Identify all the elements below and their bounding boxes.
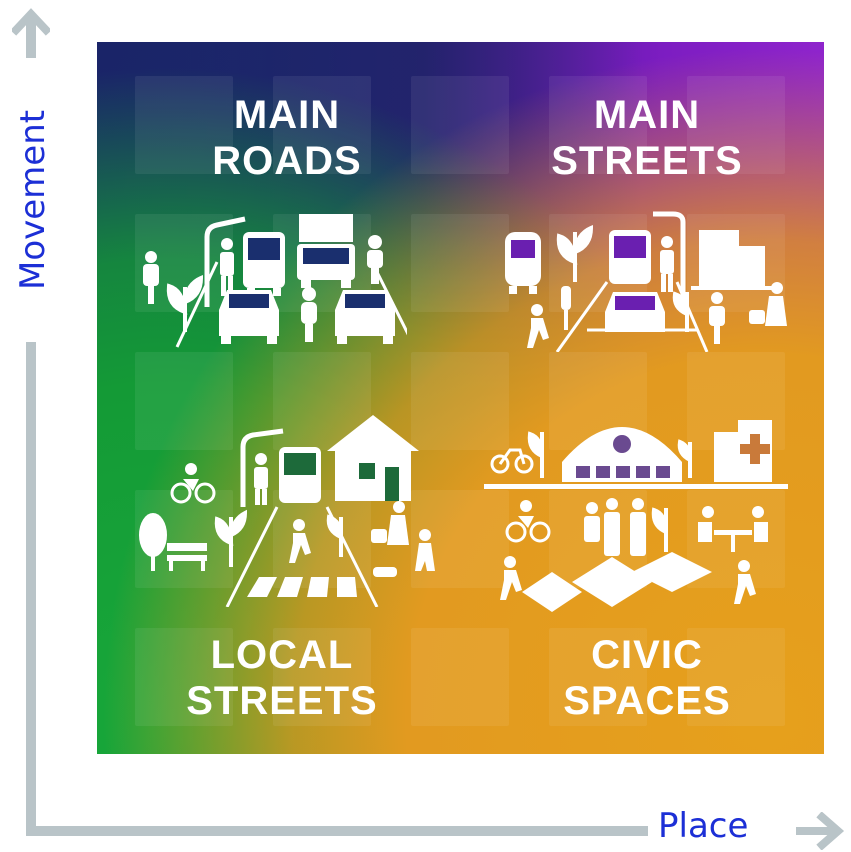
tree-icon: [672, 291, 690, 332]
title-line: STREETS: [186, 679, 378, 723]
bus-icon: [243, 232, 285, 296]
title-line: MAIN: [233, 93, 341, 137]
quadrant-title-main-streets: MAIN STREETS: [527, 92, 767, 184]
cyclist-icon: [143, 251, 159, 304]
main-streets-scene: [505, 211, 787, 352]
local-streets-scene: [139, 415, 435, 607]
background-tile: [273, 490, 371, 588]
walking-person-icon: [500, 556, 522, 600]
family-with-stroller-icon: [749, 282, 787, 326]
ground-line-icon: [484, 484, 788, 489]
people-icon: [584, 498, 646, 556]
traffic-light-icon: [561, 286, 571, 330]
plaza-paving-icon: [522, 552, 712, 612]
background-tile: [687, 76, 785, 174]
background-tile: [687, 628, 785, 726]
road-lines-icon: [175, 261, 407, 348]
title-line: STREETS: [551, 139, 743, 183]
truck-icon: [297, 214, 355, 288]
hospital-icon: [714, 420, 772, 482]
cyclist-icon: [170, 463, 216, 504]
walking-person-icon: [289, 519, 311, 563]
quadrant-title-main-roads: MAIN ROADS: [187, 92, 387, 184]
tree-icon: [556, 224, 594, 282]
pedestrian-icon: [220, 238, 234, 296]
cyclist-icon: [505, 500, 551, 543]
title-line: CIVIC: [591, 633, 703, 677]
title-line: LOCAL: [210, 633, 354, 677]
place-axis-line: [26, 826, 648, 836]
title-line: MAIN: [593, 93, 701, 137]
quadrant-title-local-streets: LOCAL STREETS: [167, 632, 397, 724]
tree-icon: [166, 274, 204, 332]
tram-icon: [505, 232, 541, 294]
matrix-orange-shade: [97, 42, 824, 754]
place-axis-label: Place: [658, 806, 749, 846]
title-line: ROADS: [212, 139, 362, 183]
main-roads-scene: [143, 214, 407, 348]
walking-person-icon: [734, 560, 756, 604]
background-tile: [549, 76, 647, 174]
bus-icon: [279, 447, 321, 503]
cyclist-icon: [709, 292, 725, 344]
quadrant-title-civic-spaces: CIVIC SPACES: [537, 632, 757, 724]
movement-axis-label: Movement: [13, 109, 53, 290]
street-type-matrix: MAIN ROADS MAIN STREETS LOCAL STREETS CI…: [97, 42, 824, 754]
tree-icon: [651, 507, 669, 552]
tree-icon: [139, 513, 167, 571]
background-tile: [411, 214, 509, 312]
pedestrian-icon: [660, 236, 674, 292]
street-lamp-icon: [240, 428, 284, 507]
background-tile: [135, 352, 233, 450]
car-icon: [605, 292, 665, 332]
bus-icon: [609, 230, 651, 284]
tree-icon: [677, 439, 693, 478]
tree-icon: [326, 514, 344, 557]
house-icon: [327, 415, 419, 501]
station-icon: [562, 427, 682, 482]
background-tile: [135, 76, 233, 174]
background-tile: [273, 76, 371, 174]
parent-with-stroller-icon: [371, 501, 409, 545]
building-icon: [691, 230, 775, 290]
background-tile: [411, 628, 509, 726]
tree-icon: [527, 431, 545, 478]
tree-icon: [214, 509, 248, 567]
background-tile: [411, 76, 509, 174]
motorcyclist-icon: [367, 235, 383, 284]
background-tile: [549, 628, 647, 726]
bicycle-icon: [490, 448, 534, 474]
car-icon: [219, 290, 279, 344]
street-lamp-icon: [204, 216, 246, 307]
civic-spaces-scene: [484, 420, 788, 612]
bench-icon: [167, 543, 207, 571]
car-icon: [335, 290, 395, 344]
title-line: SPACES: [563, 679, 731, 723]
movement-axis-line: [26, 342, 36, 836]
pedestrian-crossing-icon: [225, 506, 379, 607]
scooter-icon: [301, 287, 317, 342]
background-tile: [135, 628, 233, 726]
pedestrian-icon: [527, 304, 549, 348]
pedestrian-icon: [254, 453, 268, 505]
movement-arrow-icon: [12, 8, 50, 36]
background-tile: [273, 628, 371, 726]
street-lamp-icon: [653, 211, 686, 302]
place-arrow-icon: [796, 812, 845, 850]
dog-walker-icon: [373, 529, 435, 577]
cafe-table-icon: [698, 506, 768, 552]
movement-axis-line-top: [26, 20, 36, 58]
background-tile: [411, 352, 509, 450]
